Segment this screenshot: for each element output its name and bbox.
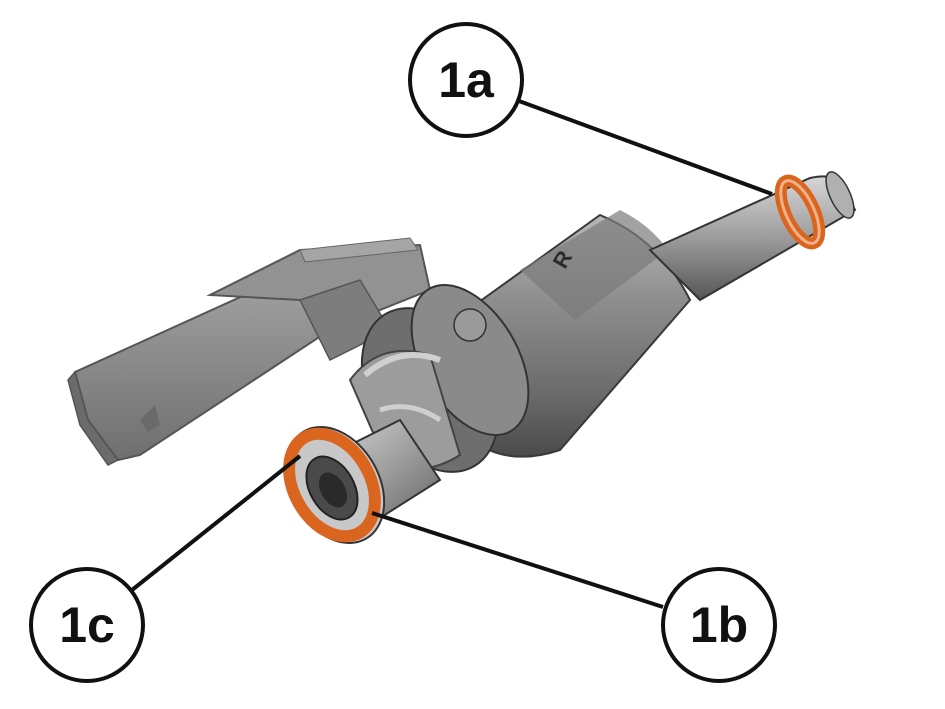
callout-1b-label: 1b bbox=[690, 597, 748, 653]
leader-line-1b bbox=[371, 511, 664, 609]
callout-1a-label: 1a bbox=[438, 52, 495, 108]
callout-1c-label: 1c bbox=[59, 597, 115, 653]
electrical-connector bbox=[67, 237, 432, 466]
leader-line-1c bbox=[130, 454, 302, 592]
callout-1b: 1b bbox=[661, 567, 777, 683]
o-ring-1b-1c bbox=[283, 427, 381, 543]
seal-ring-1a bbox=[774, 174, 826, 250]
injector-tip bbox=[648, 171, 857, 302]
leader-line-1a bbox=[518, 99, 773, 196]
callout-1c: 1c bbox=[29, 567, 145, 683]
callout-1a: 1a bbox=[408, 22, 524, 138]
